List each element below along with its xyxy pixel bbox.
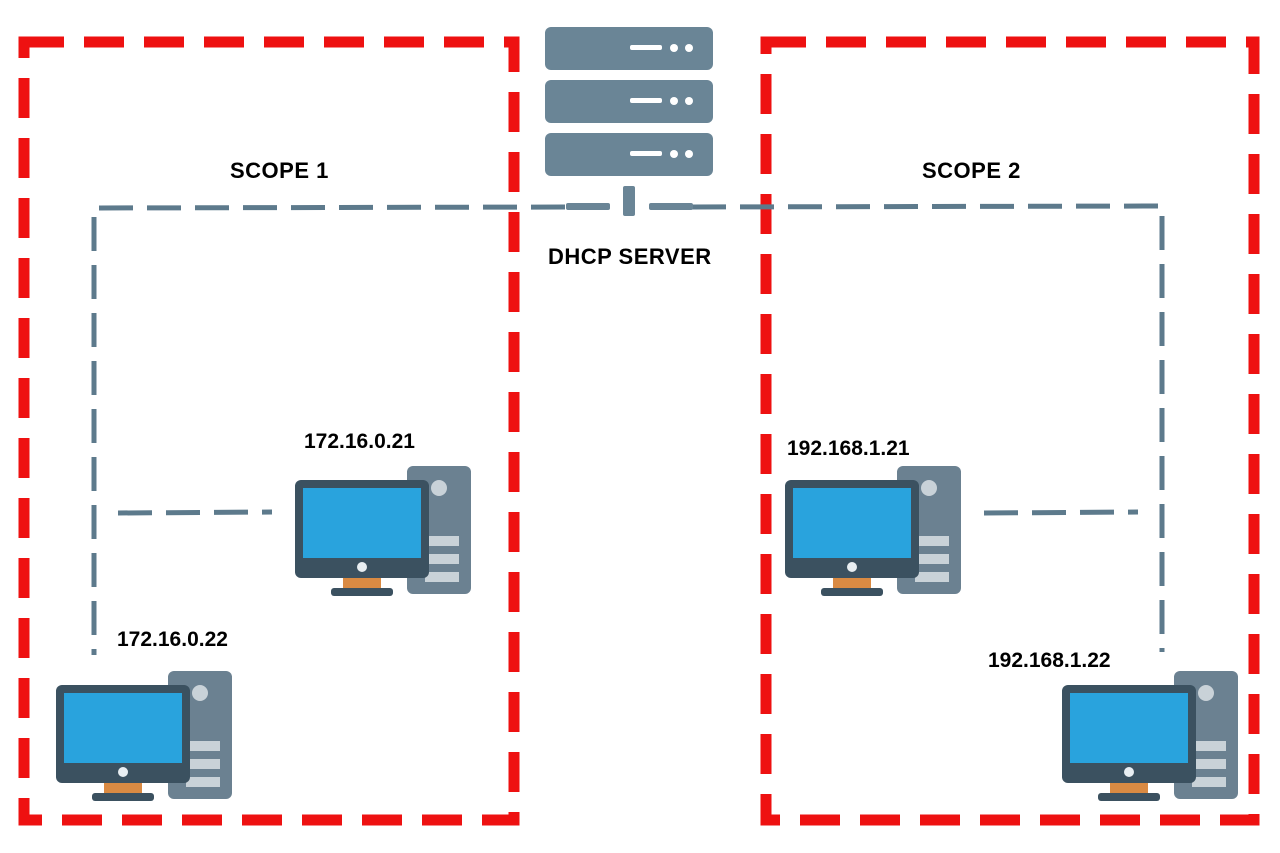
network-link-172-16-0-21: [117, 509, 273, 516]
client-ip-label: 172.16.0.22: [117, 628, 228, 651]
dhcp-server-label: DHCP SERVER: [548, 244, 712, 269]
client-ip-label: 192.168.1.21: [787, 437, 910, 460]
network-link-192-168-1-21: [983, 509, 1139, 516]
network-link-scope-1: [91, 204, 566, 655]
network-link-scope-2: [691, 203, 1165, 652]
desktop-computer-icon: [56, 671, 232, 801]
desktop-computer-icon: [295, 466, 471, 596]
scope-1-boundary: [18, 36, 520, 826]
network-links: [91, 203, 1165, 655]
server-rack-icon: [545, 27, 713, 216]
client-ip-label: 172.16.0.21: [304, 430, 415, 453]
scope-1-label: SCOPE 1: [230, 158, 329, 183]
scope-2-label: SCOPE 2: [922, 158, 1021, 183]
desktop-computer-icon: [1062, 671, 1238, 801]
client-ip-label: 192.168.1.22: [988, 649, 1111, 672]
scope-2-boundary: [760, 36, 1260, 826]
desktop-computer-icon: [785, 466, 961, 596]
